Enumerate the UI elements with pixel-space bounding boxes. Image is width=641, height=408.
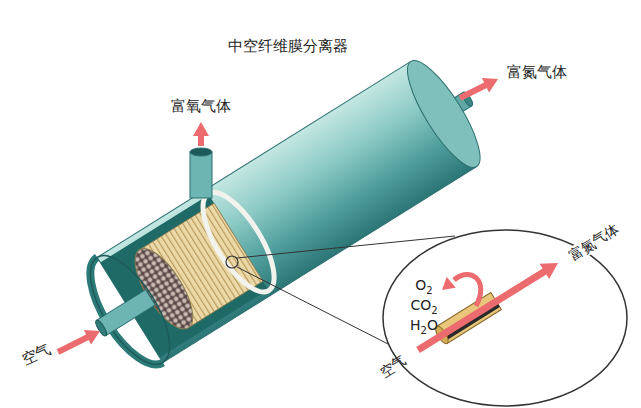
gas-formula-holder: CO2 [410,297,437,314]
separator-housing [66,45,503,382]
subscript: 2 [431,304,437,315]
detail-label-holder: 富氮气体 [564,219,624,265]
detail-callout [383,230,627,406]
permeate-port-opening [190,148,212,156]
outlet-label-holder: 富氮气体 [507,63,567,81]
outlet-label-holder: 富氧气体 [171,97,231,115]
detail-label: 空气 [377,351,409,379]
shell-interior [100,195,268,358]
detail-label-holder: 空气 [377,351,410,380]
seal-ring [190,182,288,302]
permeate-arrow [193,122,209,146]
permeate-port [190,152,212,198]
diagram-title-holder: 中空纤维膜分离器 [228,37,348,55]
gas-formula: O2 [415,277,432,293]
flow-arrows [57,78,558,355]
outlet-label: 富氧气体 [171,97,231,115]
inlet-label: 空气 [19,340,54,369]
inlet-label-holder: 空气 [19,340,54,369]
fiber-flow-arrow [416,263,558,353]
outlet-label: 富氮气体 [507,63,567,81]
subscript: 2 [421,324,427,335]
subscript: 2 [426,284,432,295]
leader-line [237,267,388,344]
shell-open-edge [75,244,185,377]
detail-marker [226,256,238,268]
gas-formula-holder: O2 [415,277,432,294]
permeation-arrow [454,274,481,306]
shell-end-cap [396,52,492,176]
fiber-ends [124,240,203,337]
detail-label: 富氮气体 [566,220,622,263]
gas-formula: CO2 [410,297,437,313]
gas-formula: H2O [410,317,438,333]
diagram-title: 中空纤维膜分离器 [228,37,348,55]
gas-formula-holder: H2O [410,317,438,334]
permeation-arrowhead [442,277,456,290]
shell-open-rim [75,257,163,376]
feed-arrow [57,330,100,355]
retentate-arrow [459,78,498,101]
